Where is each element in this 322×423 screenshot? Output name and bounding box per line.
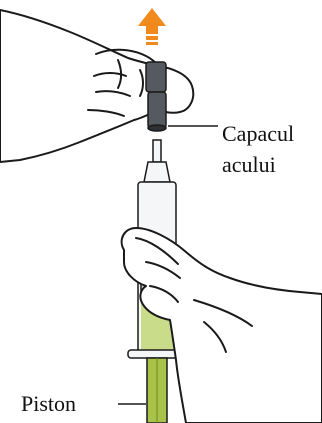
arrow-up-icon — [138, 8, 166, 45]
plunger-label: Piston — [21, 392, 76, 416]
needle-cap — [146, 62, 166, 131]
needle-cap-label-line2: acului — [222, 153, 276, 177]
needle-cap-label-line1: Capacul — [222, 122, 294, 146]
